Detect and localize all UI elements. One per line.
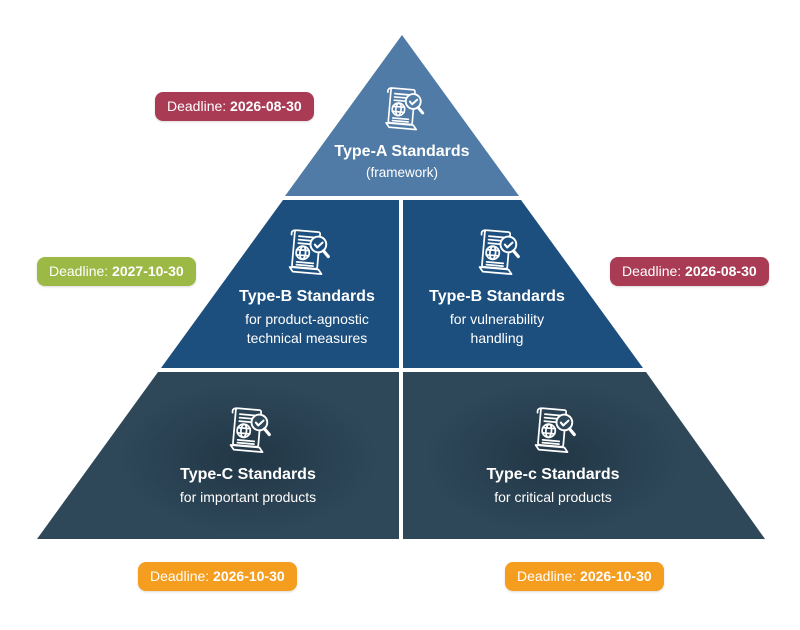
deadline-date: 2026-08-30: [685, 263, 757, 279]
deadline-date: 2026-10-30: [213, 568, 285, 584]
deadline-label: Deadline:: [517, 568, 577, 584]
deadline-badge-type-b-right: Deadline: 2026-08-30: [610, 257, 769, 286]
deadline-date: 2026-10-30: [580, 568, 652, 584]
deadline-badge-type-c-right: Deadline: 2026-10-30: [505, 562, 664, 591]
tier-c-left-vignette: [78, 372, 399, 539]
deadline-label: Deadline:: [167, 98, 227, 114]
deadline-date: 2026-08-30: [230, 98, 302, 114]
deadline-badge-type-a: Deadline: 2026-08-30: [155, 92, 314, 121]
deadline-label: Deadline:: [49, 263, 109, 279]
deadline-label: Deadline:: [150, 568, 210, 584]
tier-c-right-vignette: [403, 372, 723, 539]
deadline-label: Deadline:: [622, 263, 682, 279]
deadline-badge-type-c-left: Deadline: 2026-10-30: [138, 562, 297, 591]
deadline-date: 2027-10-30: [112, 263, 184, 279]
deadline-badge-type-b-left: Deadline: 2027-10-30: [37, 257, 196, 286]
